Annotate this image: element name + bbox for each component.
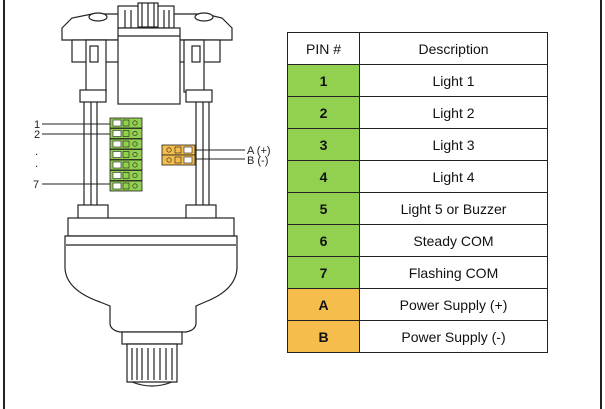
orange-terminal — [161, 154, 196, 166]
description-cell: Light 3 — [359, 128, 548, 161]
leader-lines — [42, 123, 245, 185]
pin7-label: 7 — [33, 179, 39, 191]
description-cell: Flashing COM — [359, 256, 548, 289]
top-cap — [61, 2, 233, 41]
terminal-block-ab — [161, 144, 196, 166]
posts — [77, 89, 217, 220]
dots-label-2: . — [35, 158, 38, 170]
pin2-label: 2 — [34, 129, 40, 141]
pin1-label: 1 — [34, 119, 40, 131]
green-terminal — [109, 117, 143, 129]
green-terminal — [109, 180, 143, 192]
pin-cell: 5 — [287, 192, 360, 225]
left-border — [3, 0, 5, 409]
description-cell: Steady COM — [359, 224, 548, 257]
green-terminal — [109, 149, 143, 160]
green-terminal — [109, 128, 143, 139]
description-cell: Light 4 — [359, 160, 548, 193]
upper-bracket — [71, 27, 221, 105]
pin-cell: 4 — [287, 160, 360, 193]
device-drawing: 1 2 . . 7 A (+) B (-) — [33, 2, 271, 387]
description-cell: Light 1 — [359, 64, 548, 97]
bottom-connector — [121, 331, 183, 387]
green-terminal — [109, 138, 143, 150]
description-cell: Power Supply (-) — [359, 320, 548, 353]
pin-cell: 3 — [287, 128, 360, 161]
header-description: Description — [359, 32, 548, 65]
pinB-label: B (-) — [247, 155, 268, 167]
terminal-block-1-7 — [109, 117, 143, 192]
header-pin: PIN # — [287, 32, 360, 65]
pin-table-header: PIN # Description — [287, 32, 548, 65]
pin-cell: 2 — [287, 96, 360, 129]
pin-cell: 7 — [287, 256, 360, 289]
pinA-label: A (+) — [247, 145, 271, 157]
dots-label-1: . — [35, 146, 38, 158]
orange-terminal — [161, 144, 196, 156]
green-terminal — [109, 159, 143, 171]
right-border — [600, 0, 602, 409]
pin-cell: 1 — [287, 64, 360, 97]
description-cell: Light 5 or Buzzer — [359, 192, 548, 225]
description-cell: Power Supply (+) — [359, 288, 548, 321]
pin-cell: 6 — [287, 224, 360, 257]
green-terminal — [109, 170, 143, 181]
pin-cell: B — [287, 320, 360, 353]
main-body — [64, 217, 238, 333]
description-cell: Light 2 — [359, 96, 548, 129]
pin-cell: A — [287, 288, 360, 321]
